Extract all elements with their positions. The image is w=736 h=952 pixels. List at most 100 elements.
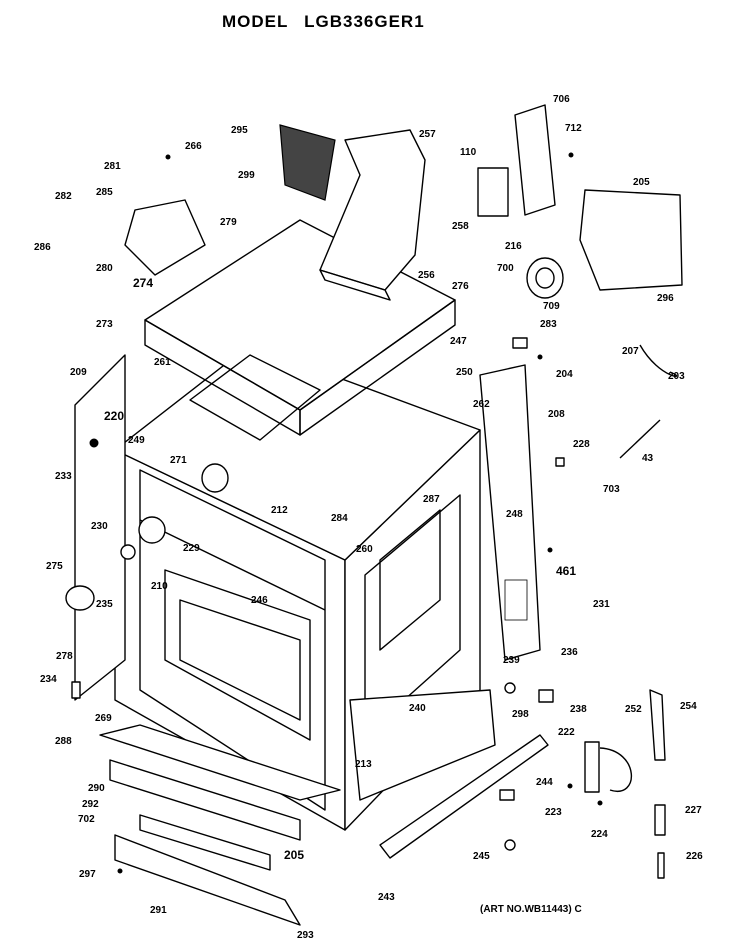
callout-229: 229 (183, 543, 200, 554)
callout-706: 706 (553, 94, 570, 105)
burner-271 (201, 463, 229, 493)
callout-204: 204 (556, 369, 573, 380)
callout-230: 230 (91, 521, 108, 532)
model-number: LGB336GER1 (304, 12, 425, 31)
callout-287: 287 (423, 494, 440, 505)
callout-244: 244 (536, 777, 553, 788)
callout-284: 284 (331, 513, 348, 524)
callout-281: 281 (104, 161, 121, 172)
callout-298: 298 (512, 709, 529, 720)
callout-258: 258 (452, 221, 469, 232)
burner-709 (526, 257, 564, 299)
light-275 (65, 585, 95, 611)
callout-213: 213 (355, 759, 372, 770)
oven-body (114, 344, 481, 831)
spring-226 (657, 852, 665, 879)
callout-236: 236 (561, 647, 578, 658)
callout-216: 216 (505, 241, 522, 252)
kick-panel-243 (379, 734, 549, 859)
bracket-222 (584, 741, 600, 793)
callout-210: 210 (151, 581, 168, 592)
callout-291: 291 (150, 905, 167, 916)
callout-266: 266 (185, 141, 202, 152)
callout-233: 233 (55, 471, 72, 482)
callout-296: 296 (657, 293, 674, 304)
callout-110: 110 (460, 147, 477, 158)
callout-280: 280 (96, 263, 113, 274)
callout-257: 257 (419, 129, 436, 140)
callout-702: 702 (78, 814, 95, 825)
callout-276: 276 (452, 281, 469, 292)
callout-262: 262 (473, 399, 490, 410)
callout-246: 246 (251, 595, 268, 606)
callout-709: 709 (543, 301, 560, 312)
callout-273: 273 (96, 319, 113, 330)
callout-220: 220 (104, 409, 125, 423)
callout-256: 256 (418, 270, 435, 281)
drawer-assembly (99, 724, 341, 926)
callout-295: 295 (231, 125, 248, 136)
knob-230 (120, 544, 136, 560)
callout-212: 212 (271, 505, 288, 516)
bracket-706 (514, 104, 556, 216)
callout-297: 297 (79, 869, 96, 880)
callout-269: 269 (95, 713, 112, 724)
model-label: MODEL (222, 12, 289, 31)
callout-234: 234 (40, 674, 57, 685)
callout-209: 209 (70, 367, 87, 378)
rear-panel-205 (579, 189, 683, 291)
callout-286: 286 (34, 242, 51, 253)
callout-205-bottom: 205 (284, 848, 305, 862)
callout-240: 240 (409, 703, 426, 714)
bracket-254 (649, 689, 666, 761)
callout-283: 283 (540, 319, 557, 330)
callout-271: 271 (170, 455, 187, 466)
callout-293: 293 (297, 930, 314, 941)
callout-261: 261 (154, 357, 171, 368)
callout-223: 223 (545, 807, 562, 818)
callout-252: 252 (625, 704, 642, 715)
broiler-assembly (349, 689, 496, 801)
callout-226: 226 (686, 851, 703, 862)
callout-231: 231 (593, 599, 610, 610)
callout-290: 290 (88, 783, 105, 794)
callout-260: 260 (356, 544, 373, 555)
callout-703: 703 (603, 484, 620, 495)
callout-461: 461 (556, 564, 577, 578)
vent-duct (319, 129, 426, 291)
callout-299: 299 (238, 170, 255, 181)
model-header: MODEL LGB336GER1 (222, 12, 425, 32)
module-110 (477, 167, 509, 217)
callout-279: 279 (220, 217, 237, 228)
callout-254: 254 (680, 701, 697, 712)
callout-239: 239 (503, 655, 520, 666)
callout-700: 700 (497, 263, 514, 274)
callout-207: 207 (622, 346, 639, 357)
callout-43: 43 (642, 453, 654, 464)
callout-243: 243 (378, 892, 395, 903)
art-number: (ART NO.WB11443) C (480, 904, 582, 915)
callout-247: 247 (450, 336, 467, 347)
callout-205-top: 205 (633, 177, 650, 188)
callout-249: 249 (128, 435, 145, 446)
callout-222: 222 (558, 727, 575, 738)
callout-203: 203 (668, 371, 685, 382)
callout-235: 235 (96, 599, 113, 610)
callout-288: 288 (55, 736, 72, 747)
callout-292: 292 (82, 799, 99, 810)
valve-assembly (124, 199, 206, 276)
callout-278: 278 (56, 651, 73, 662)
knob-229 (138, 516, 166, 544)
callout-274: 274 (133, 276, 154, 290)
callout-228: 228 (573, 439, 590, 450)
callout-238: 238 (570, 704, 587, 715)
callout-208: 208 (548, 409, 565, 420)
igniter-227 (654, 804, 666, 836)
callout-245: 245 (473, 851, 490, 862)
callout-248: 248 (506, 509, 523, 520)
callout-224: 224 (591, 829, 608, 840)
callout-285: 285 (96, 187, 113, 198)
callout-250: 250 (456, 367, 473, 378)
